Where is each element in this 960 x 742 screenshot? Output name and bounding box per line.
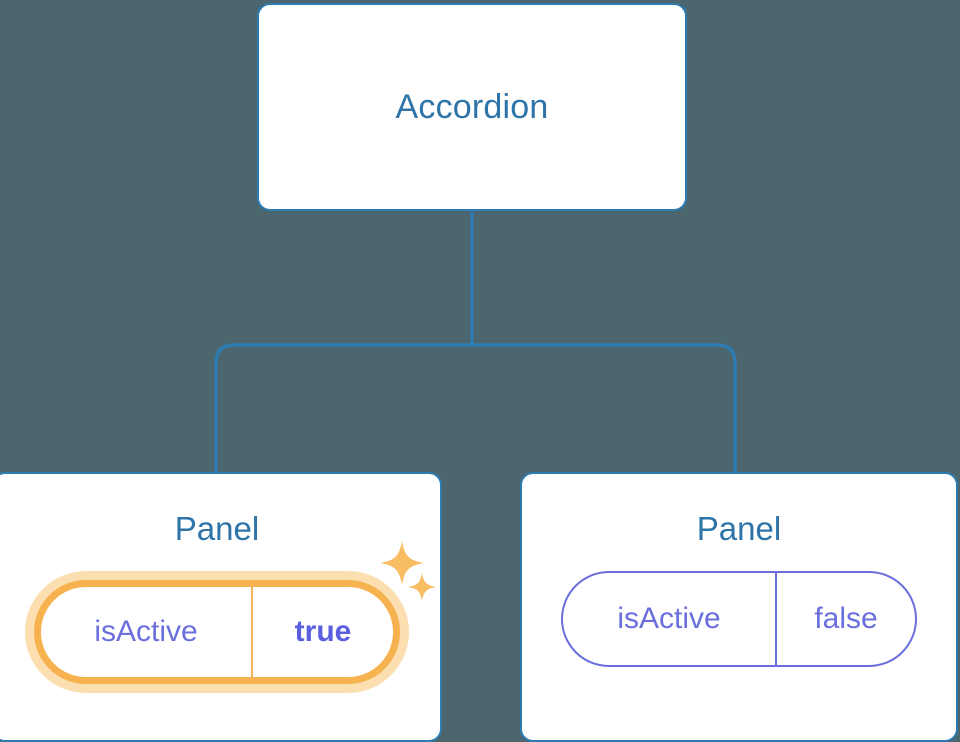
prop-key: isActive — [617, 602, 721, 635]
connector-branch-left — [214, 343, 472, 474]
prop-key: isActive — [94, 615, 198, 648]
node-title: Accordion — [395, 88, 549, 126]
prop-pill-is-active-true[interactable]: isActive true — [34, 580, 400, 684]
prop-pill-is-active-false[interactable]: isActive false — [561, 571, 917, 667]
prop-pill-glow-ring: isActive true — [25, 571, 409, 693]
tree-node-accordion[interactable]: Accordion — [257, 3, 687, 211]
prop-value: false — [775, 573, 915, 665]
prop-value: true — [251, 587, 393, 677]
tree-node-panel-active[interactable]: Panel isActive true — [0, 472, 442, 742]
connector-branch-right — [472, 343, 737, 474]
prop-pill-highlighted-wrapper: isActive true — [25, 571, 409, 693]
tree-node-panel-inactive[interactable]: Panel isActive false — [520, 472, 958, 742]
prop-pill-wrapper: isActive false — [561, 571, 917, 667]
node-title: Panel — [174, 510, 260, 547]
node-title: Panel — [696, 510, 782, 547]
